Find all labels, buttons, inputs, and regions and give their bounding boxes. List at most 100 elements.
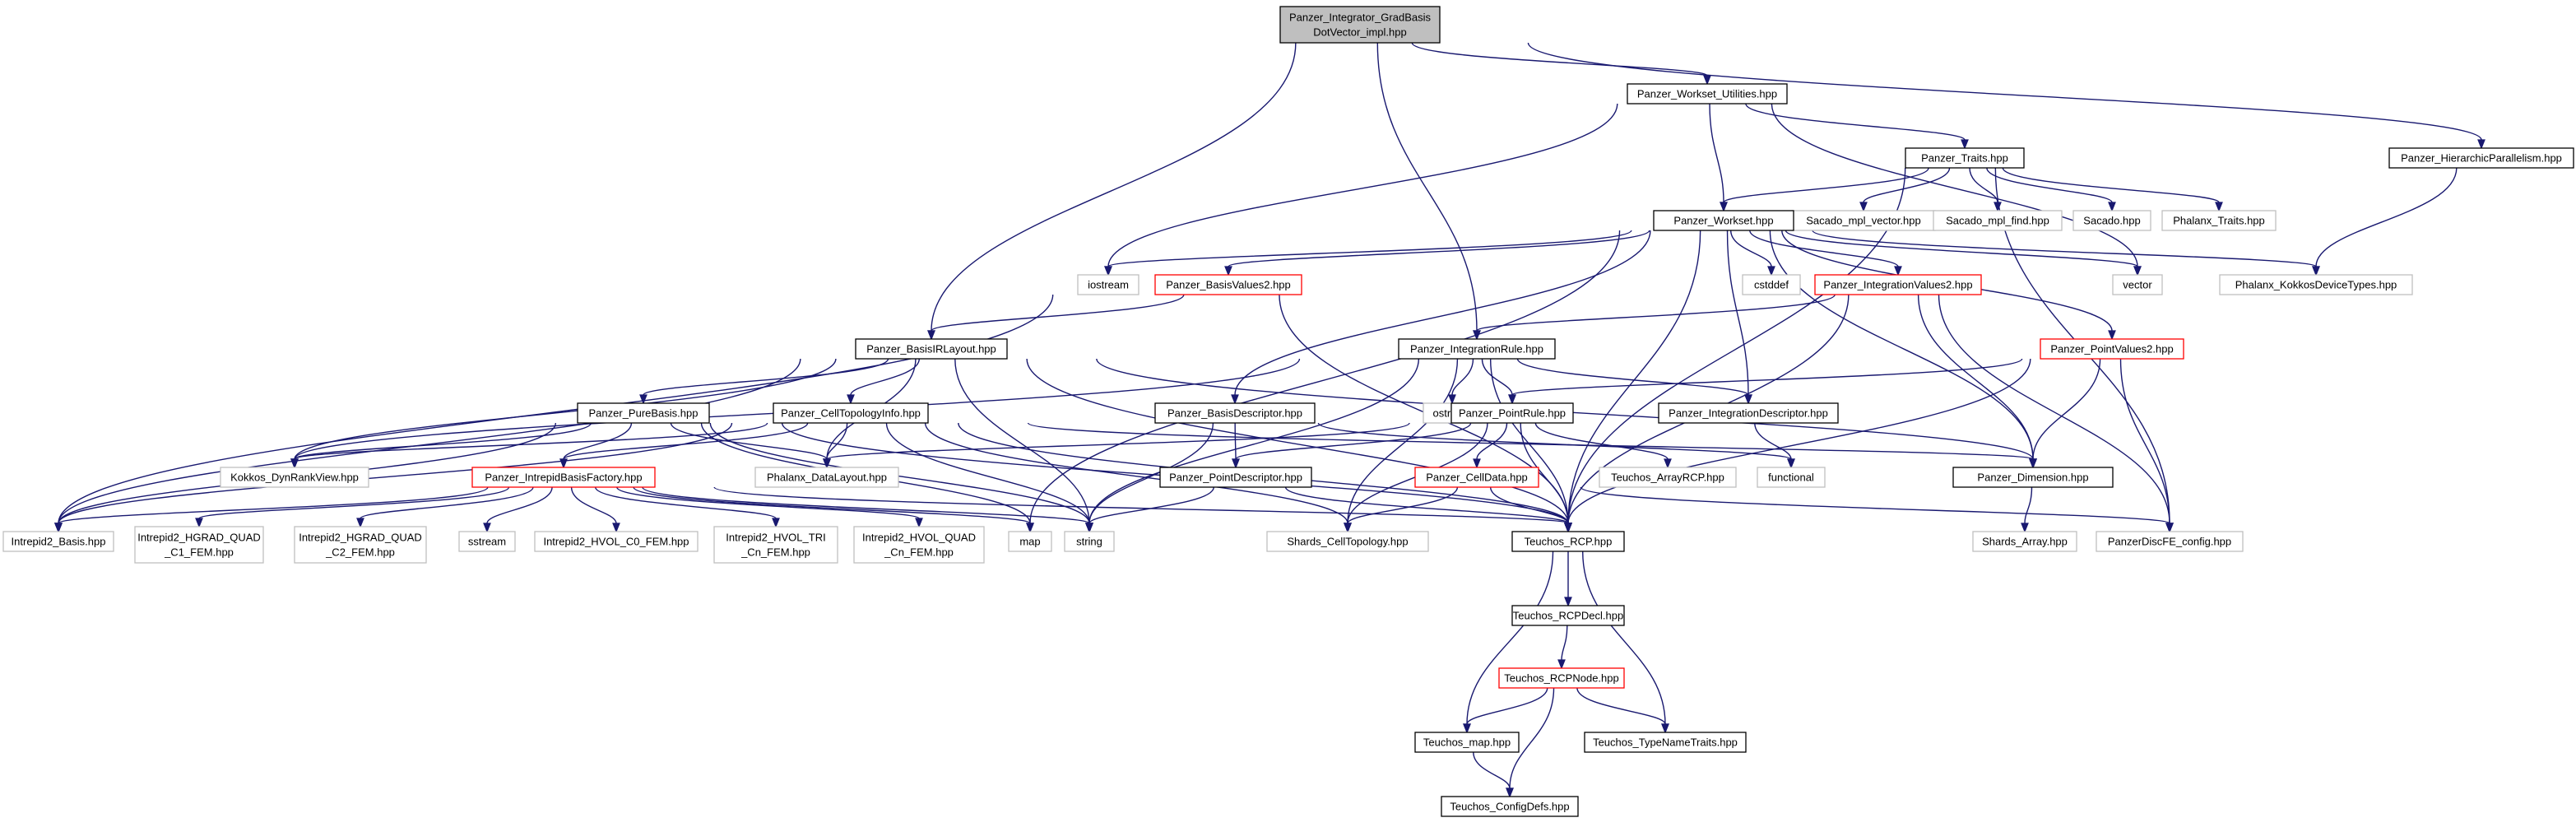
node-label: _C1_FEM.hpp <box>164 546 234 559</box>
node-map[interactable]: map <box>1008 531 1052 552</box>
node-tmap[interactable]: Teuchos_map.hpp <box>1414 732 1520 753</box>
edge-ir-ostream <box>1448 358 1474 405</box>
node-sstream[interactable]: sstream <box>458 531 516 552</box>
edge-workset-id <box>1726 230 1752 405</box>
edge-ibf-sstream <box>483 486 553 533</box>
node-label: Teuchos_RCPNode.hpp <box>1504 672 1618 685</box>
node-iv2[interactable]: Panzer_IntegrationValues2.hpp <box>1814 274 1982 295</box>
node-hvquad[interactable]: Intrepid2_HVOL_QUAD_Cn_FEM.hpp <box>853 526 985 564</box>
node-ir[interactable]: Panzer_IntegrationRule.hpp <box>1398 338 1556 360</box>
edge-trcpnode-ttnt <box>1576 687 1669 734</box>
edge-ir-id <box>1516 358 1752 405</box>
edge-root-hp <box>1527 42 2485 150</box>
edge-trcpnode-tmap <box>1463 687 1548 734</box>
node-label: Teuchos_ArrayRCP.hpp <box>1611 472 1724 484</box>
node-vector[interactable]: vector <box>2112 274 2163 295</box>
edge-birl-pb <box>639 358 889 405</box>
node-label: map <box>1019 536 1040 548</box>
node-label: _Cn_FEM.hpp <box>884 546 954 559</box>
node-hvtri[interactable]: Intrepid2_HVOL_TRI_Cn_FEM.hpp <box>713 526 838 564</box>
edge-hp-pkdt <box>2312 167 2458 276</box>
node-pv2[interactable]: Panzer_PointValues2.hpp <box>2040 338 2184 360</box>
node-sct[interactable]: Shards_CellTopology.hpp <box>1266 531 1429 552</box>
node-label: Panzer_PointValues2.hpp <box>2050 343 2173 355</box>
edge-cti-dim <box>1027 422 2037 469</box>
node-cd[interactable]: Panzer_CellData.hpp <box>1414 467 1539 488</box>
edge-ibf-hq2 <box>356 486 534 528</box>
edge-workset-vector <box>1785 230 2142 276</box>
node-ibf[interactable]: Panzer_IntrepidBasisFactory.hpp <box>471 467 656 488</box>
node-bv2[interactable]: Panzer_BasisValues2.hpp <box>1154 274 1302 295</box>
node-kdrv[interactable]: Kokkos_DynRankView.hpp <box>220 467 369 488</box>
edge-workset-pkdt <box>1812 230 2320 276</box>
node-pd[interactable]: Panzer_PointDescriptor.hpp <box>1159 467 1312 488</box>
node-pr[interactable]: Panzer_PointRule.hpp <box>1450 402 1574 424</box>
node-traits[interactable]: Panzer_Traits.hpp <box>1905 147 2025 169</box>
edge-tmap-tcd <box>1473 751 1514 798</box>
node-tarcp[interactable]: Teuchos_ArrayRCP.hpp <box>1599 467 1737 488</box>
edge-wu-traits <box>1745 103 1969 150</box>
node-smf[interactable]: Sacado_mpl_find.hpp <box>1933 210 2063 231</box>
node-functional[interactable]: functional <box>1757 467 1826 488</box>
node-cstddef[interactable]: cstddef <box>1742 274 1801 295</box>
node-label: sstream <box>468 536 506 548</box>
node-wu[interactable]: Panzer_Workset_Utilities.hpp <box>1627 83 1788 105</box>
node-pdfe[interactable]: PanzerDiscFE_config.hpp <box>2096 531 2244 552</box>
edge-cd-trcp <box>1489 486 1572 533</box>
node-dim[interactable]: Panzer_Dimension.hpp <box>1952 467 2114 488</box>
node-hp[interactable]: Panzer_HierarchicParallelism.hpp <box>2388 147 2574 169</box>
edge-workset-iostream <box>1104 230 1632 276</box>
node-birl[interactable]: Panzer_BasisIRLayout.hpp <box>855 338 1008 360</box>
node-hvc0[interactable]: Intrepid2_HVOL_C0_FEM.hpp <box>534 531 699 552</box>
edge-root-ir <box>1376 42 1481 341</box>
node-smv[interactable]: Sacado_mpl_vector.hpp <box>1791 210 1936 231</box>
node-hq2[interactable]: Intrepid2_HGRAD_QUAD_C2_FEM.hpp <box>294 526 427 564</box>
node-sacado[interactable]: Sacado.hpp <box>2072 210 2151 231</box>
node-sa[interactable]: Shards_Array.hpp <box>1972 531 2077 552</box>
edge-workset-bd <box>1231 230 1651 405</box>
node-hq1[interactable]: Intrepid2_HGRAD_QUAD_C1_FEM.hpp <box>134 526 264 564</box>
node-label: Sacado.hpp <box>2083 215 2140 227</box>
node-label: cstddef <box>1754 279 1789 291</box>
edge-cd-pdfe <box>1580 486 2174 533</box>
node-label: Panzer_Workset.hpp <box>1673 215 1773 227</box>
edge-workset-iv2 <box>1749 230 1902 276</box>
node-cti[interactable]: Panzer_CellTopologyInfo.hpp <box>773 402 929 424</box>
edge-pb-ibf <box>559 422 633 469</box>
node-trcpnode[interactable]: Teuchos_RCPNode.hpp <box>1498 667 1625 689</box>
node-trcp[interactable]: Teuchos_RCP.hpp <box>1511 531 1625 552</box>
node-label: Panzer_Dimension.hpp <box>1977 472 2088 484</box>
node-label: Sacado_mpl_find.hpp <box>1946 215 2049 227</box>
edge-trcp-tmap <box>1463 551 1554 734</box>
node-iostream[interactable]: iostream <box>1077 274 1139 295</box>
node-label: DotVector_impl.hpp <box>1313 26 1406 39</box>
edge-workset-dim <box>1769 230 2037 469</box>
node-label: Phalanx_DataLayout.hpp <box>767 472 887 484</box>
edge-iv2-dim <box>1917 294 2037 469</box>
node-bd[interactable]: Panzer_BasisDescriptor.hpp <box>1154 402 1316 424</box>
node-i2b[interactable]: Intrepid2_Basis.hpp <box>2 531 114 552</box>
node-label: Intrepid2_Basis.hpp <box>12 536 106 548</box>
node-pb[interactable]: Panzer_PureBasis.hpp <box>577 402 710 424</box>
edge-pr-cd <box>1473 422 1508 469</box>
node-label: Panzer_PointRule.hpp <box>1459 407 1566 420</box>
node-tcd[interactable]: Teuchos_ConfigDefs.hpp <box>1441 796 1579 817</box>
node-workset[interactable]: Panzer_Workset.hpp <box>1653 210 1794 231</box>
edge-traits-workset <box>1720 167 1929 212</box>
edge-pr-tarcp <box>1534 422 1672 469</box>
node-label: Panzer_BasisDescriptor.hpp <box>1167 407 1302 420</box>
node-root[interactable]: Panzer_Integrator_GradBasisDotVector_imp… <box>1279 6 1441 44</box>
node-pkdt[interactable]: Phalanx_KokkosDeviceTypes.hpp <box>2219 274 2413 295</box>
node-trcpdecl[interactable]: Teuchos_RCPDecl.hpp <box>1511 605 1625 626</box>
node-pdl[interactable]: Phalanx_DataLayout.hpp <box>754 467 899 488</box>
node-string[interactable]: string <box>1064 531 1115 552</box>
node-phtraits[interactable]: Phalanx_Traits.hpp <box>2161 210 2277 231</box>
node-ttnt[interactable]: Teuchos_TypeNameTraits.hpp <box>1584 732 1747 753</box>
node-label: Kokkos_DynRankView.hpp <box>230 472 359 484</box>
node-label: functional <box>1768 472 1814 484</box>
node-id[interactable]: Panzer_IntegrationDescriptor.hpp <box>1658 402 1839 424</box>
node-label: string <box>1076 536 1102 548</box>
edge-traits-phtraits <box>2002 167 2223 212</box>
edge-iv2-ir <box>1473 294 1836 341</box>
edge-cti-ibf <box>559 422 809 469</box>
